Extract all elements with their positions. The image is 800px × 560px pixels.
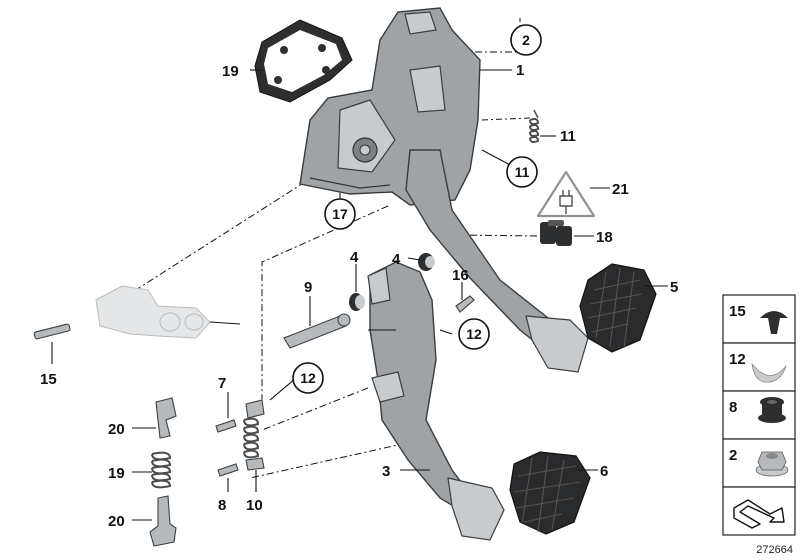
bolt-9 — [283, 313, 351, 349]
callout-15: 17 — [332, 206, 348, 222]
callout-6: 6 — [600, 463, 608, 480]
spring-holder-19 — [155, 397, 177, 439]
clutch-pedal — [367, 261, 505, 541]
callout-3: 3 — [382, 463, 390, 480]
clutch-pad — [509, 451, 591, 535]
grommet-16 — [540, 220, 572, 246]
callout-11b: 8 — [218, 497, 226, 514]
callout-8: 11 — [515, 164, 530, 180]
brake-pedal — [405, 149, 589, 373]
callout-2: 2 — [522, 32, 530, 48]
callout-10: 10 — [246, 497, 263, 514]
pin-14 — [455, 295, 475, 313]
clutch-master-cylinder — [95, 285, 241, 339]
callout-13: 15 — [40, 371, 57, 388]
callout-4a: 4 — [350, 249, 359, 266]
callout-7: 11 — [560, 128, 576, 145]
bushing-4b — [418, 253, 435, 271]
spring-7 — [481, 109, 540, 143]
parts-legend: 15 12 8 2 — [722, 294, 796, 536]
callout-5: 5 — [670, 279, 678, 296]
callout-20: 20 — [108, 513, 125, 530]
sensor-warning-21 — [536, 170, 596, 218]
push-rivet-icon — [760, 311, 788, 334]
gasket — [254, 19, 353, 103]
callout-circles — [292, 24, 542, 394]
spring-seat-20 — [149, 495, 177, 547]
leader-lines — [51, 69, 668, 521]
diagram-reference-number: 272664 — [756, 544, 793, 556]
callout-12b: 12 — [466, 326, 482, 342]
flange-nut-icon — [755, 451, 789, 477]
callout-4b: 4 — [392, 251, 401, 268]
callout-11a: 7 — [218, 375, 226, 392]
callout-1: 1 — [516, 62, 524, 79]
rubber-grommet-icon — [758, 397, 786, 423]
callout-9: 9 — [304, 279, 312, 296]
callout-14: 16 — [452, 267, 469, 284]
callout-19: 20 — [108, 421, 125, 438]
brake-pad — [579, 263, 657, 353]
bolt-13 — [33, 323, 71, 340]
pin-11a — [215, 419, 237, 433]
legend-label-2: 2 — [729, 447, 737, 464]
bushing-4a — [349, 293, 365, 311]
assembly-arrow-icon — [733, 499, 785, 529]
clip-icon — [751, 362, 787, 383]
legend-label-12: 12 — [729, 351, 746, 368]
legend-label-8: 8 — [729, 399, 737, 416]
legend-label-15: 15 — [729, 303, 746, 320]
pin-11b — [217, 463, 239, 477]
spring-18 — [151, 451, 172, 489]
spring-10 — [243, 399, 265, 471]
callout-12a: 12 — [300, 370, 316, 386]
callout-labels: 2 1 11 11 21 18 5 6 3 19 17 4 4 16 9 12 … — [40, 32, 678, 530]
callout-18: 19 — [108, 465, 125, 482]
callout-21: 21 — [612, 181, 629, 198]
callout-17: 19 — [222, 63, 239, 80]
callout-16: 18 — [596, 229, 613, 246]
